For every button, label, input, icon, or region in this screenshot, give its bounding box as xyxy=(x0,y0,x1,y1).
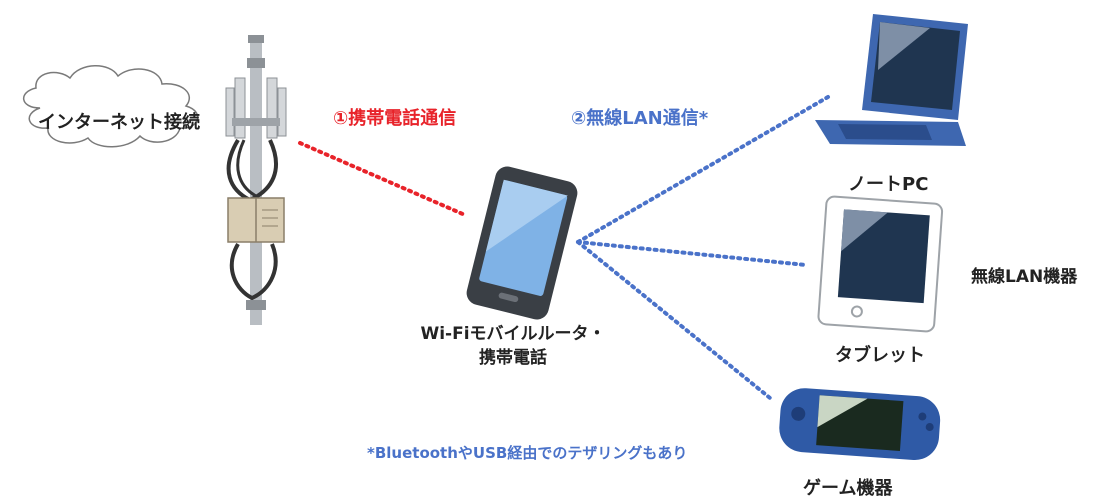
wireless-device-group-label: 無線LAN機器 xyxy=(971,267,1078,287)
laptop-icon xyxy=(815,14,968,146)
game-device-label: ゲーム機器 xyxy=(803,478,893,499)
cellular-link-label: ①携帯電話通信 xyxy=(333,108,457,129)
router-label: Wi-Fiモバイルルータ・ 携帯電話 xyxy=(408,322,618,370)
laptop-label: ノートPC xyxy=(848,174,929,195)
mobile-router-icon xyxy=(466,166,578,320)
cellular-link xyxy=(298,141,467,217)
internet-connection-label: インターネット接続 xyxy=(38,112,200,133)
tablet-label: タブレット xyxy=(835,345,925,366)
tethering-footnote: *BluetoothやUSB経由でのテザリングもあり xyxy=(367,444,688,462)
router-label-line2: 携帯電話 xyxy=(479,348,547,368)
router-label-line1: Wi-Fiモバイルルータ・ xyxy=(420,324,606,344)
wifi-link-label: ②無線LAN通信* xyxy=(571,108,709,129)
game-console-icon xyxy=(779,388,941,461)
internet-cloud xyxy=(23,65,199,148)
wifi-links xyxy=(576,95,830,400)
cell-tower-icon xyxy=(225,35,287,325)
tablet-icon xyxy=(817,195,944,333)
